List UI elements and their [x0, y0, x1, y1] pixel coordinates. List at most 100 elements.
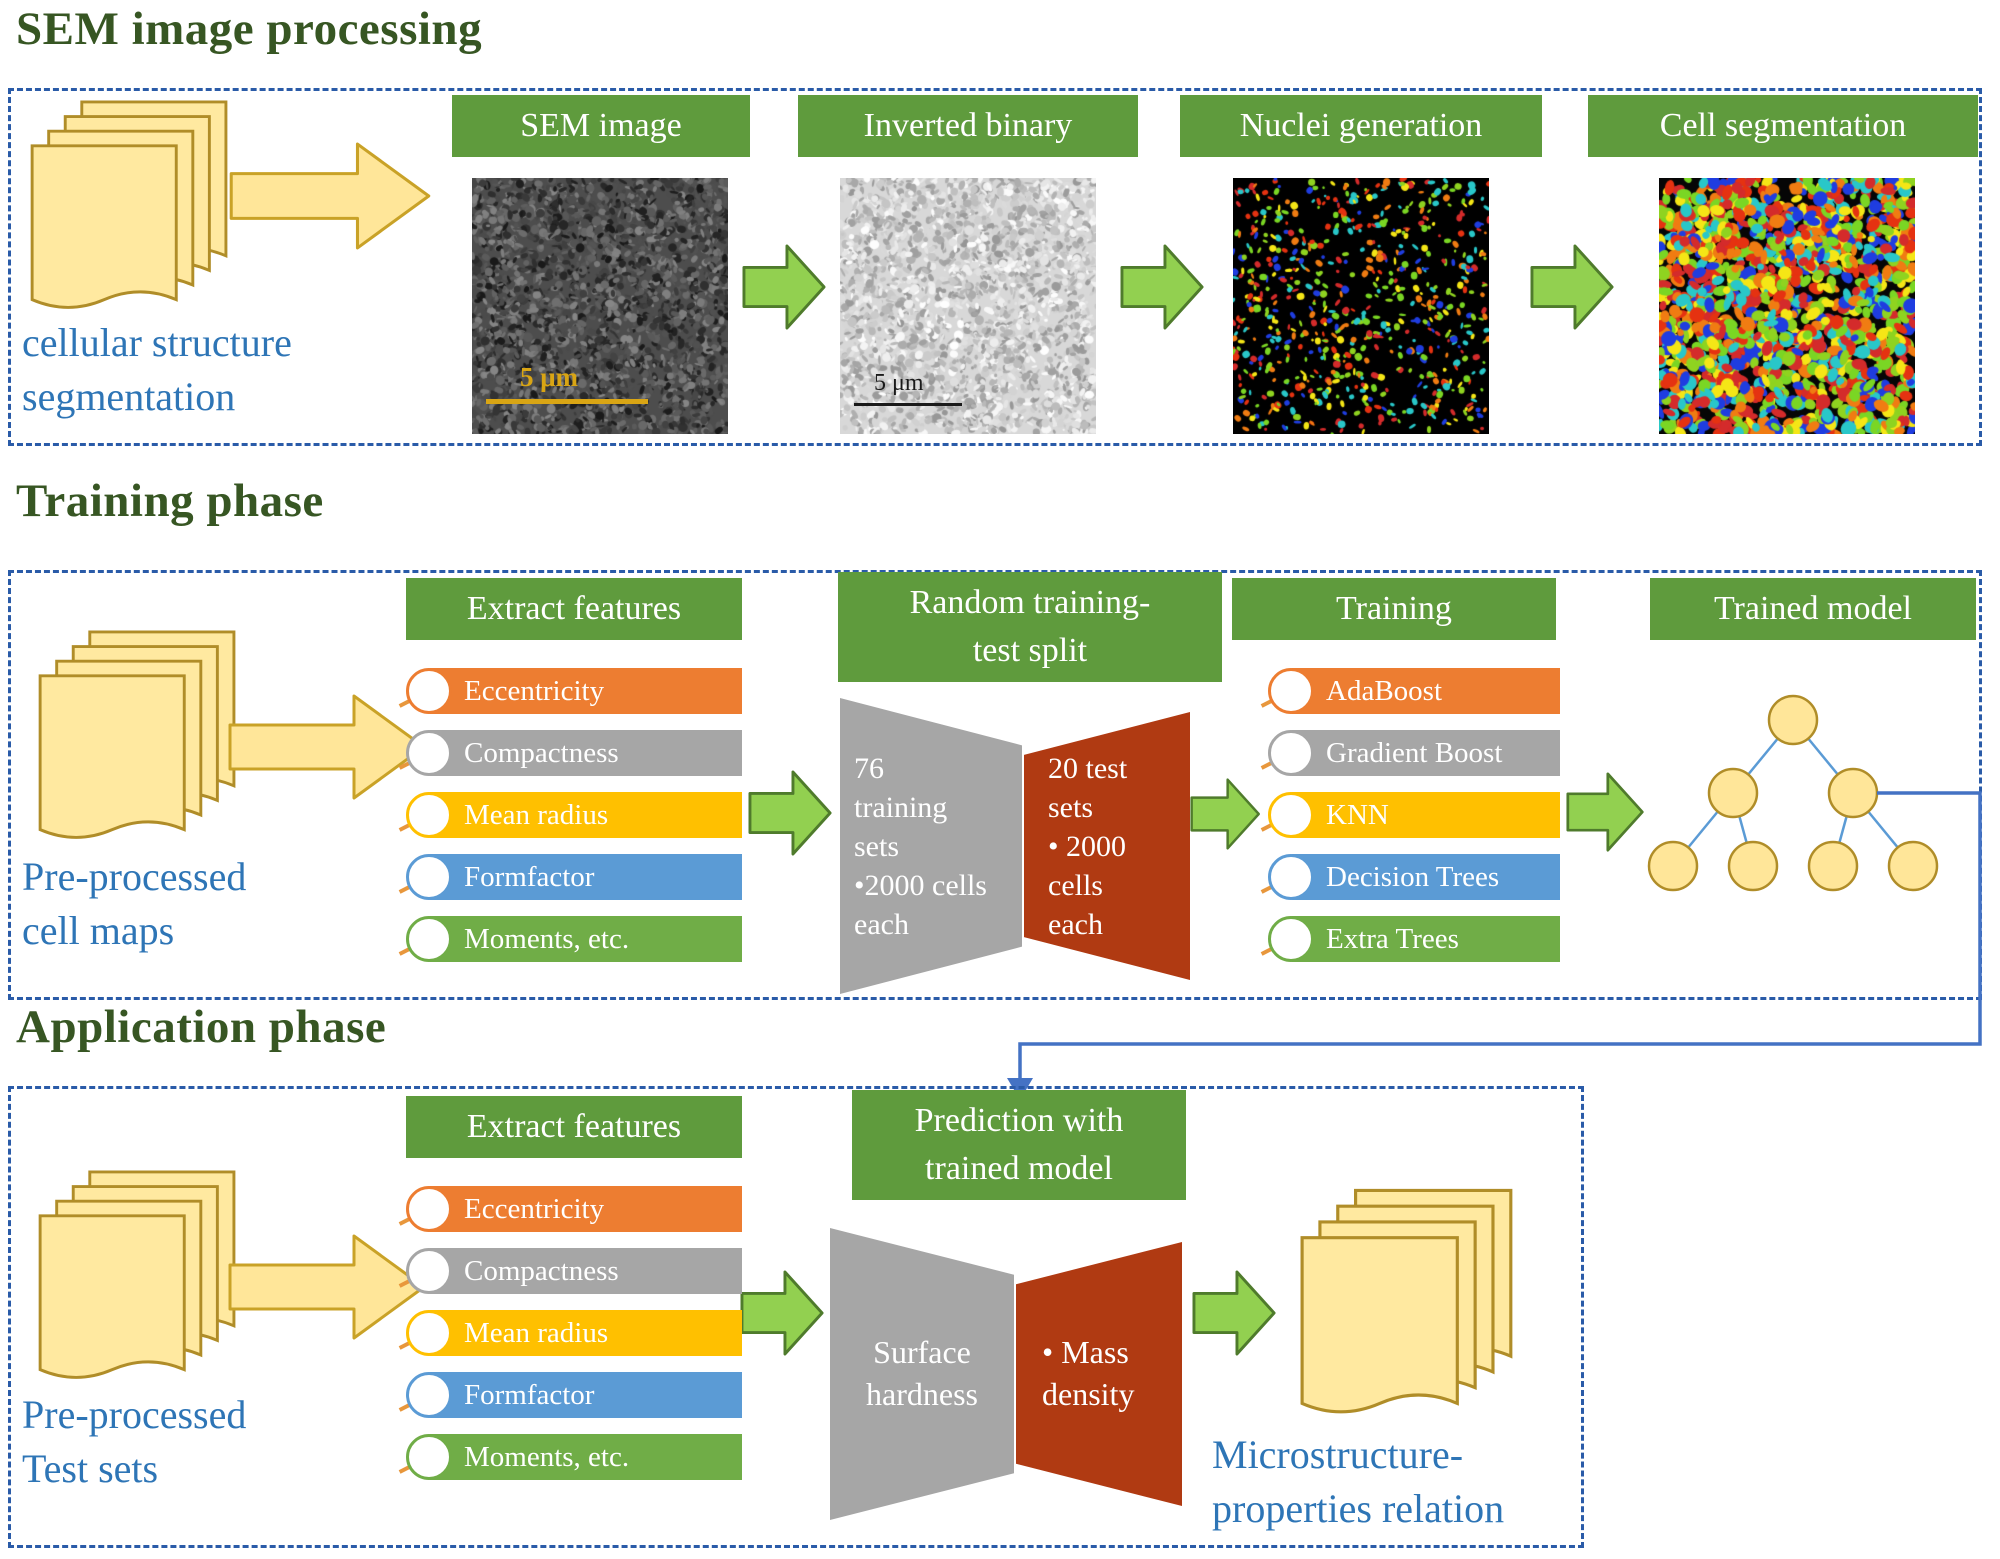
output-label-line1: Microstructure- [1212, 1432, 1464, 1477]
feature-bar: Compactness [430, 1248, 742, 1294]
feature-node-icon [406, 1434, 452, 1480]
feature-label: Mean radius [464, 1316, 609, 1349]
application-source-label-line1: Pre-processed [22, 1392, 247, 1437]
funnel-line: each [854, 907, 909, 941]
feature-label: Formfactor [464, 1378, 595, 1411]
model-row-gradient-boost: Gradient Boost [1260, 728, 1560, 778]
split-header: Random training- test split [838, 572, 1222, 682]
feature-row-compactness: Compactness [398, 728, 742, 778]
trained-model-header: Trained model [1650, 578, 1976, 640]
flow-arrow-green-icon [1190, 778, 1260, 850]
sem-scalebar-label: 5 μm [520, 362, 579, 392]
model-row-decision-trees: Decision Trees [1260, 852, 1560, 902]
model-node-icon [1268, 792, 1314, 838]
flow-arrow-yellow-icon [229, 142, 431, 250]
feature-row-formfactor: Formfactor [398, 1370, 742, 1420]
model-label: KNN [1326, 798, 1389, 831]
output-label-line2: properties relation [1212, 1486, 1505, 1531]
model-row-extra-trees: Extra Trees [1260, 914, 1560, 964]
funnel-line: each [1048, 907, 1103, 941]
step-header-cell-segmentation: Cell segmentation [1588, 95, 1978, 157]
model-node-icon [1268, 916, 1314, 962]
nuclei-generation-image [1233, 178, 1489, 434]
flow-arrow-green-icon [1530, 244, 1614, 330]
feature-node-icon [406, 1248, 452, 1294]
prediction-header: Prediction with trained model [852, 1090, 1186, 1200]
feature-label: Eccentricity [464, 674, 605, 707]
inverted-scalebar: 5 μm [854, 370, 962, 406]
model-bar: KNN [1292, 792, 1560, 838]
sem-scalebar: 5 μm [486, 362, 648, 404]
model-node-icon [1268, 730, 1314, 776]
training-header-label: Training [1336, 589, 1452, 627]
output-label: Microstructure- properties relation [1212, 1428, 1504, 1536]
funnel-line: sets [1048, 790, 1093, 824]
feature-bar: Mean radius [430, 1310, 742, 1356]
feature-node-icon [406, 792, 452, 838]
flow-arrow-green-icon [1566, 772, 1644, 852]
extract-features-header: Extract features [406, 578, 742, 640]
model-label: Gradient Boost [1326, 736, 1503, 769]
feature-node-icon [406, 916, 452, 962]
step-header-sem-image: SEM image [452, 95, 750, 157]
feature-node-icon [406, 1186, 452, 1232]
funnel-line: sets [854, 829, 899, 863]
funnel-line: training [854, 790, 948, 824]
funnel-line: 76 [854, 751, 884, 785]
funnel-line: •2000 cells [854, 868, 987, 902]
model-row-knn: KNN [1260, 790, 1560, 840]
step-header-label: SEM image [520, 106, 682, 144]
inverted-binary-image: 5 μm [840, 178, 1096, 434]
feature-label: Eccentricity [464, 1192, 605, 1225]
feature-row-moments: Moments, etc. [398, 914, 742, 964]
flow-arrow-yellow-icon [228, 694, 426, 800]
sem-source-label-line1: cellular structure [22, 320, 292, 365]
training-header: Training [1232, 578, 1556, 640]
split-header-line1: Random training- [909, 583, 1151, 621]
sem-source-label-line2: segmentation [22, 374, 236, 419]
training-source-label-line1: Pre-processed [22, 854, 247, 899]
sem-image: 5 μm [472, 178, 728, 434]
feature-row-formfactor: Formfactor [398, 852, 742, 902]
sem-section-title: SEM image processing [16, 3, 483, 55]
sem-section-box [8, 88, 1982, 446]
model-label: AdaBoost [1326, 674, 1442, 707]
step-header-nuclei-generation: Nuclei generation [1180, 95, 1542, 157]
model-label: Extra Trees [1326, 922, 1459, 955]
feature-bar: Mean radius [430, 792, 742, 838]
model-row-adaboost: AdaBoost [1260, 666, 1560, 716]
sem-source-label: cellular structure segmentation [22, 316, 292, 424]
trained-model-label: Trained model [1713, 589, 1912, 627]
extract-features-header-application: Extract features [406, 1096, 742, 1158]
model-bar: Gradient Boost [1292, 730, 1560, 776]
feature-label: Moments, etc. [464, 922, 630, 955]
feature-bar: Formfactor [430, 854, 742, 900]
feature-node-icon [406, 854, 452, 900]
nuclei-generation-canvas [1233, 178, 1489, 434]
feature-node-icon [406, 668, 452, 714]
step-header-label: Inverted binary [863, 106, 1073, 144]
training-section-title: Training phase [16, 475, 324, 527]
flow-arrow-green-icon [742, 244, 826, 330]
feature-bar: Moments, etc. [430, 1434, 742, 1480]
model-bar: Extra Trees [1292, 916, 1560, 962]
flow-arrow-yellow-icon [228, 1234, 426, 1340]
step-header-inverted-binary: Inverted binary [798, 95, 1138, 157]
extract-features-label: Extract features [466, 589, 682, 627]
step-header-label: Cell segmentation [1659, 106, 1907, 144]
flow-arrow-green-icon [1120, 244, 1204, 330]
training-section-box [8, 570, 1982, 1000]
sem-image-canvas [472, 178, 728, 434]
feature-node-icon [406, 1372, 452, 1418]
feature-bar: Moments, etc. [430, 916, 742, 962]
funnel-line: • Mass [1042, 1334, 1129, 1371]
cell-segmentation-canvas [1659, 178, 1915, 434]
feature-bar: Formfactor [430, 1372, 742, 1418]
feature-node-icon [406, 1310, 452, 1356]
funnel-line: Surface [873, 1334, 971, 1371]
training-source-label-line2: cell maps [22, 908, 175, 953]
inverted-binary-canvas [840, 178, 1096, 434]
application-source-label: Pre-processed Test sets [22, 1388, 246, 1496]
extract-features-label: Extract features [466, 1107, 682, 1145]
